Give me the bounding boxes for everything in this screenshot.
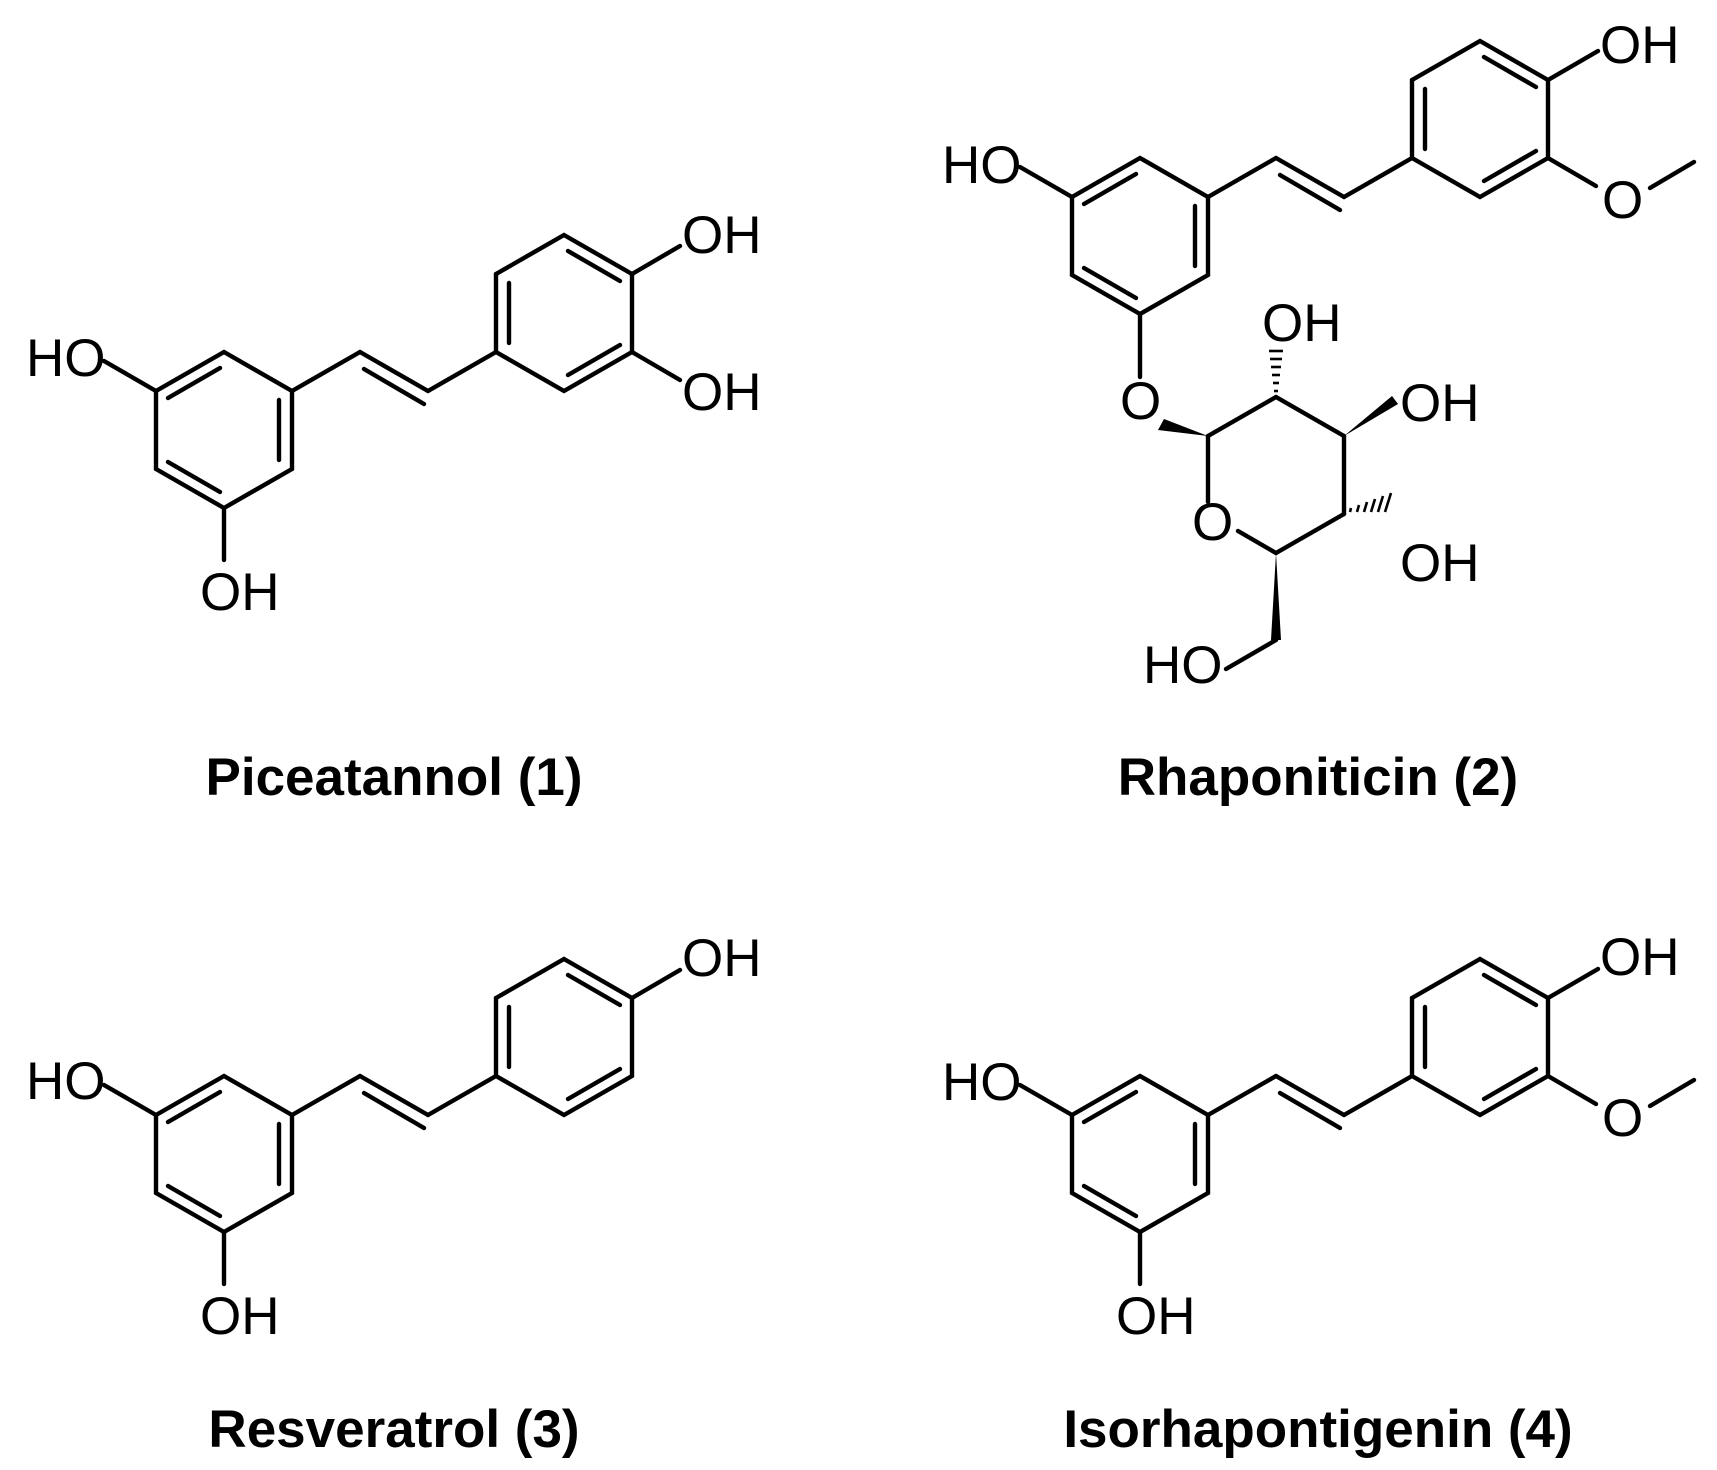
wedge-bond-c3-oh — [1344, 396, 1398, 436]
compound-3-resveratrol: HO OH OH Resveratrol (3) — [26, 929, 762, 1459]
compound-2-o-methoxy: O — [1602, 171, 1643, 230]
compound-2-stereo-bonds — [1158, 349, 1398, 640]
compound-4-isorhapontigenin: HO OH OH O Isorhapontigenin (4) — [942, 928, 1697, 1459]
compound-3-oh-para: OH — [682, 929, 762, 988]
compound-1-oh-lower: OH — [682, 363, 762, 422]
compound-2-bonds — [1017, 38, 1697, 672]
compound-4-name: Isorhapontigenin (4) — [1063, 1400, 1572, 1459]
compound-1-oh-upper: OH — [682, 206, 762, 265]
compound-3-oh-bottom: OH — [200, 1287, 280, 1346]
wedge-bond-anomeric-o — [1158, 419, 1208, 436]
compound-4-oh-bottom: OH — [1116, 1287, 1196, 1346]
compound-2-oh-aryl: OH — [1600, 16, 1680, 75]
compound-1-piceatannol: HO OH OH OH Piceatannol (1) — [26, 206, 762, 807]
compound-3-name: Resveratrol (3) — [208, 1400, 579, 1459]
wedge-bond-c5-ch2oh — [1271, 553, 1281, 640]
compound-2-name: Rhaponiticin (2) — [1118, 748, 1518, 807]
compound-2-ho-ch2oh: HO — [1143, 636, 1223, 695]
hash-bond-c4-oh — [1348, 492, 1393, 513]
compound-2-oh-c2: OH — [1262, 294, 1342, 353]
compound-3-ho-left: HO — [26, 1052, 106, 1111]
compound-2-oh-c3: OH — [1400, 374, 1480, 433]
compound-2-rhaponiticin: HO OH O O OH OH OH O HO Rhaponiticin (2) — [942, 16, 1697, 807]
compound-4-bonds — [1017, 956, 1697, 1287]
compound-1-ho-left: HO — [26, 329, 106, 388]
compound-1-bonds — [101, 232, 683, 563]
compound-2-o-glycosidic: O — [1120, 372, 1161, 431]
compound-1-name: Piceatannol (1) — [206, 748, 583, 807]
compound-4-ho-left: HO — [942, 1053, 1022, 1112]
compound-4-o-methoxy: O — [1602, 1089, 1643, 1148]
compound-3-bonds — [101, 956, 683, 1287]
compound-2-ho-phenol: HO — [942, 136, 1022, 195]
compound-1-oh-bottom: OH — [200, 563, 280, 622]
compound-4-oh-aryl: OH — [1600, 928, 1680, 987]
compound-2-o-ring: O — [1192, 493, 1233, 552]
hash-bond-c2-oh — [1269, 349, 1283, 393]
compound-2-oh-c4: OH — [1400, 534, 1480, 593]
